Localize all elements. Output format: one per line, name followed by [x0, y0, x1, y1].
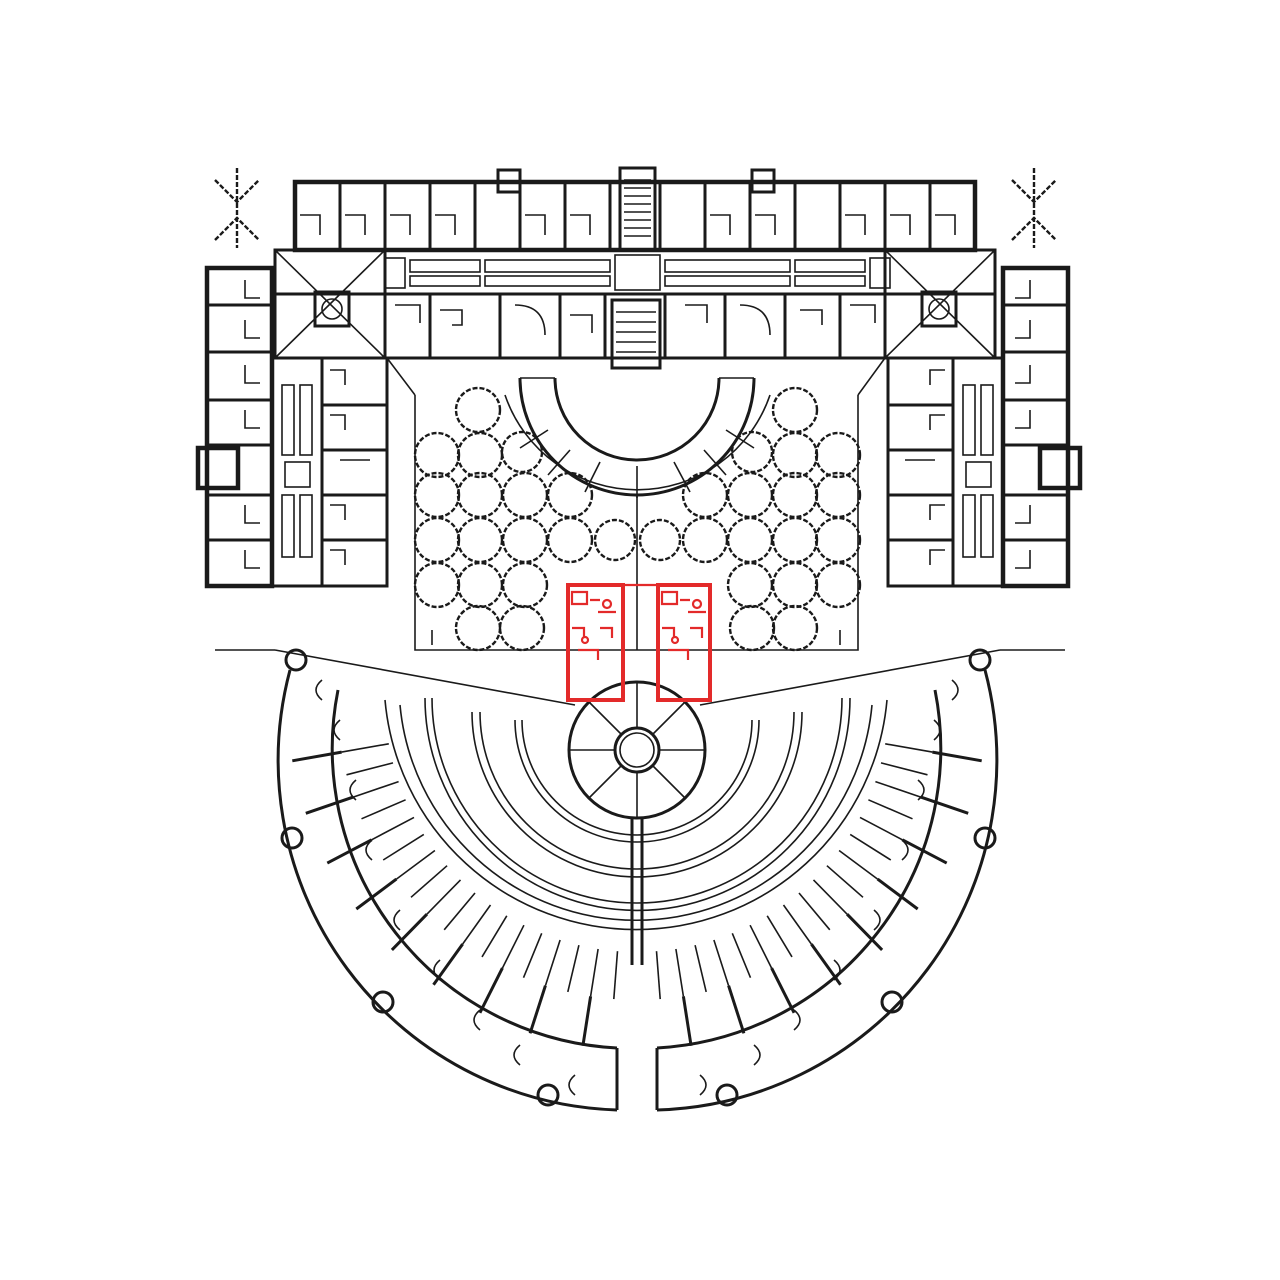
radial-partition: [443, 892, 476, 931]
radial-partition: [727, 985, 746, 1034]
radial-partition: [655, 951, 661, 1000]
radial-partition: [478, 967, 504, 1014]
semicircle-building: [215, 648, 1065, 1112]
radial-partition: [522, 932, 543, 979]
highlighted-unit-left: [566, 583, 625, 702]
radial-partition: [390, 913, 428, 951]
radial-partition: [395, 849, 436, 880]
entry-arc-spokes: [519, 429, 755, 498]
radial-partition: [355, 877, 398, 911]
radial-partition: [410, 865, 448, 898]
radial-partition: [382, 833, 425, 861]
north-building: [195, 166, 1083, 589]
radial-partition: [292, 750, 342, 763]
radial-partition: [876, 877, 919, 911]
radial-partition: [481, 915, 508, 958]
radial-partition: [932, 750, 982, 763]
radial-partition: [826, 865, 864, 898]
highlighted-unit-right: [656, 583, 712, 702]
perimeter-bays: [280, 648, 997, 1107]
radial-partition: [361, 799, 406, 820]
radial-partition: [305, 795, 354, 815]
radial-partition: [770, 967, 796, 1014]
west-wing: [195, 265, 389, 589]
radial-partition: [326, 838, 373, 865]
radial-partition: [849, 833, 892, 861]
radial-partition: [920, 795, 969, 815]
radial-partition: [501, 924, 525, 969]
corner-pavilion-right: [883, 248, 997, 360]
concentric-rings: [274, 649, 1001, 1112]
courtyard-trees: [413, 386, 862, 652]
north-second-row: [383, 292, 887, 370]
radial-partition: [567, 945, 580, 993]
radial-partition: [681, 996, 693, 1047]
radial-partition: [544, 939, 561, 986]
radial-partition: [812, 879, 848, 915]
radial-partition: [731, 932, 752, 979]
radial-partition: [901, 838, 948, 865]
radial-partition: [880, 762, 928, 776]
radial-partition: [868, 799, 913, 820]
radial-partition: [838, 849, 879, 880]
radial-partition: [346, 762, 394, 776]
radial-partition: [341, 743, 389, 753]
radial-partition: [675, 948, 685, 997]
radial-partition: [426, 879, 462, 915]
radial-partition: [371, 816, 415, 841]
north-unit-partitions: [300, 166, 956, 252]
east-wing: [886, 265, 1083, 589]
tree-courtyard: [413, 377, 862, 652]
central-rotunda: [567, 680, 707, 820]
radial-partition: [846, 913, 884, 951]
corner-pavilion-left: [273, 248, 387, 360]
corner-trees: [214, 168, 1057, 248]
corridor-planters: [384, 254, 891, 291]
radial-partition: [461, 904, 492, 945]
radial-partition: [749, 924, 773, 969]
radial-partition: [528, 985, 547, 1034]
radial-partition: [885, 743, 933, 753]
radial-partition: [766, 915, 793, 958]
radial-partition: [782, 904, 813, 945]
radial-partition: [859, 816, 903, 841]
radial-partition: [694, 945, 707, 993]
radial-partition: [581, 996, 593, 1047]
radial-partition: [798, 892, 831, 931]
highlighted-units: [566, 583, 712, 702]
radial-partition: [613, 951, 619, 1000]
radial-partition: [875, 780, 922, 798]
radial-partition: [713, 939, 730, 986]
radial-partition: [352, 780, 399, 798]
radial-partition: [589, 948, 599, 997]
